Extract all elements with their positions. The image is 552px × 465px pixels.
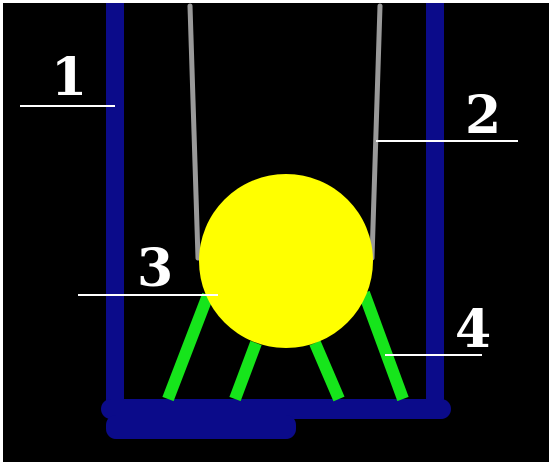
label-1: 1 (51, 47, 87, 108)
container-left-wall (106, 3, 124, 413)
container-base-plate (106, 415, 296, 439)
sphere (199, 174, 373, 348)
diagram-canvas: 1 2 3 4 (3, 3, 549, 462)
label-4: 4 (455, 299, 491, 360)
container-right-wall (426, 3, 444, 413)
label-3: 3 (137, 238, 173, 299)
label-2: 2 (465, 85, 501, 146)
